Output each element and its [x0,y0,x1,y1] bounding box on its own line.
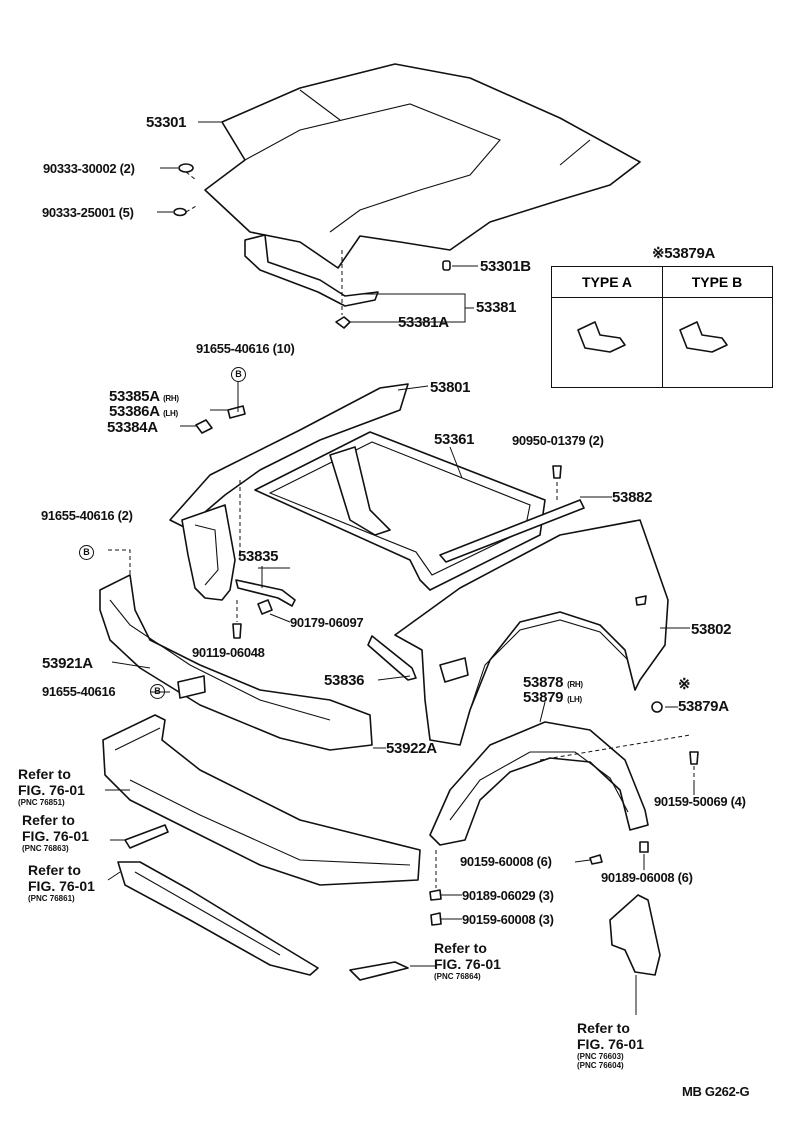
label-90950: 90950-01379 (2) [512,433,604,448]
b-marker-left: B [79,545,94,561]
bracket-76863 [124,824,169,849]
type-a-column: TYPE A [552,267,663,387]
bolt-90179 [257,599,273,615]
cushion-90333-25001 [173,207,187,217]
grommet-53384A [195,419,213,434]
clip-type-a-drawing [577,321,626,353]
label-53386A: 53386A (LH) [109,403,178,420]
label-53921A: 53921A [42,655,93,672]
label-91655-10: 91655-40616 (10) [196,341,295,356]
clip-53301B [442,260,451,271]
screw-90159-60008-6 [589,854,603,865]
b-marker-top: B [231,367,246,383]
hood-seal-strip [244,234,379,307]
clip-53879A [651,701,663,713]
b-marker-bottom: B [150,684,165,700]
label-90159-60008-6: 90159-60008 (6) [460,854,552,869]
type-b-column: TYPE B [662,267,772,387]
typebox-title: ※53879A [652,245,716,262]
leader-lines [105,121,695,1015]
label-91655-2: 91655-40616 (2) [41,508,133,523]
clip-type-b-drawing [679,321,728,353]
hood-panel [204,63,641,269]
label-90189-06029: 90189-06029 (3) [462,888,554,903]
mud-flap [609,894,661,976]
label-91655-single: 91655-40616 [42,684,116,699]
label-53878: 53878 (RH) [523,674,583,691]
under-cover-76861 [117,861,319,976]
label-90159-50069: 90159-50069 (4) [654,794,746,809]
type-b-header: TYPE B [662,267,772,298]
bracket-76864 [349,961,409,981]
lower-bumper [102,714,421,886]
label-53801: 53801 [430,379,471,396]
label-53301: 53301 [146,114,187,131]
fender-liner-53878 [429,721,649,846]
label-53922A: 53922A [386,740,437,757]
label-53381A: 53381A [398,314,449,331]
bolt-90189-06029 [429,889,442,901]
label-90119: 90119-06048 [192,645,265,660]
label-53882: 53882 [612,489,653,506]
label-53385A: 53385A (RH) [109,388,179,405]
front-fender-53802 [394,519,669,746]
label-53836: 53836 [324,672,365,689]
screw-90159-60008-3 [430,912,442,926]
cushion-90333-30002 [178,163,194,173]
label-53381: 53381 [476,299,517,316]
clip-90950 [552,465,562,479]
label-53879: 53879 (LH) [523,689,582,706]
bolt-90189-06008 [639,841,649,853]
label-90159-60008-3: 90159-60008 (3) [462,912,554,927]
stay-53836 [367,635,417,681]
label-90179: 90179-06097 [290,615,364,630]
label-53879A: 53879A [678,698,729,715]
asterisk-marker: ※ [678,676,691,693]
label-90333-30002: 90333-30002 (2) [43,161,135,176]
clip-53385A [227,405,246,419]
label-90189-06008: 90189-06008 (6) [601,870,693,885]
label-53384A: 53384A [107,419,158,436]
bolt-90119 [232,623,242,639]
apron-upper-53801 [169,383,409,601]
label-90333-25001: 90333-25001 (5) [42,205,134,220]
type-a-header: TYPE A [552,267,662,298]
screw-90159-50069 [689,751,699,765]
label-53802: 53802 [691,621,732,638]
strip-53882 [439,499,585,563]
stay-53835 [235,579,296,607]
footer-code: MB G262-G [682,1084,750,1099]
label-53361: 53361 [434,431,475,448]
clip-type-table: TYPE A TYPE B [551,266,773,388]
label-53301B: 53301B [480,258,531,275]
spoiler-53921A [99,574,373,751]
label-53835: 53835 [238,548,279,565]
clip-53381A [335,316,351,329]
